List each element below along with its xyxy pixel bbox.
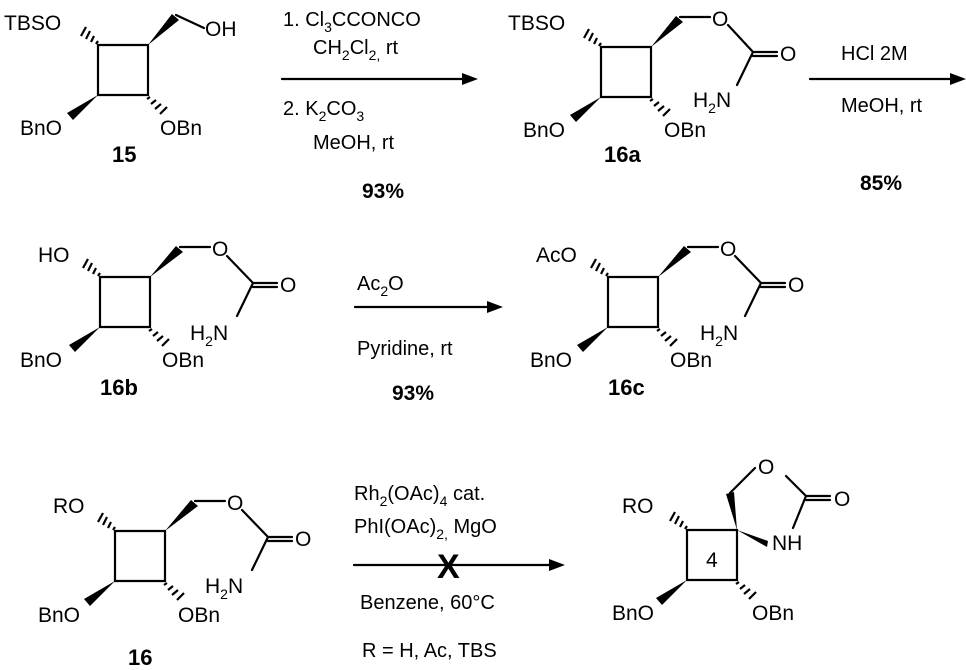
o-label: O [280, 274, 296, 297]
obn-label: OBn [178, 604, 220, 627]
hashed-bond [649, 98, 671, 117]
hashed-bond [656, 328, 678, 347]
nh2-label: H2N [700, 322, 738, 349]
o-label: O [780, 43, 796, 66]
nh-label: NH [772, 532, 802, 555]
compound-label-16a: 16a [604, 142, 641, 167]
reagent-text: MeOH, rt [841, 95, 923, 117]
o-label: O [720, 238, 736, 261]
ro-label: RO [53, 495, 85, 518]
o-label: O [712, 8, 728, 31]
reagent-text: 1. Cl3CCONCO [283, 9, 421, 35]
hashed-bond [590, 258, 609, 277]
obn-label: OBn [670, 349, 712, 372]
compound-16: RO O O H2N BnO OBn 16 [38, 492, 311, 670]
reagent-text: Pyridine, rt [357, 338, 453, 360]
reaction-4: Rh2(OAc)4 cat. PhI(OAc)2, MgO X Benzene,… [352, 483, 565, 662]
compound-15: TBSO OH BnO OBn 15 [4, 12, 237, 167]
yield-label: 85% [860, 172, 902, 195]
hashed-bond [163, 582, 185, 601]
wedge-bond [651, 16, 683, 47]
hashed-bond [146, 96, 168, 115]
reagent-text: Ac2O [357, 273, 404, 299]
nh2-label: H2N [205, 575, 243, 602]
reagent-text: Benzene, 60°C [360, 592, 495, 614]
compound-label-16c: 16c [608, 375, 645, 400]
wedge-bond [84, 581, 115, 606]
tbso-label: TBSO [4, 12, 61, 35]
wedge-bond [148, 14, 179, 45]
aco-label: AcO [536, 244, 577, 267]
failed-reaction-x-mark: X [437, 548, 460, 586]
hashed-bond [735, 581, 757, 600]
hashed-bond [583, 28, 602, 47]
product-spiro-oxazolidinone: RO O O NH 4 BnO OBn [612, 456, 850, 625]
r-definition: R = H, Ac, TBS [362, 640, 497, 662]
o-label: O [212, 238, 228, 261]
reagent-text: Rh2(OAc)4 cat. [354, 483, 485, 509]
hashed-bond [82, 258, 101, 277]
nh2-label: H2N [190, 322, 228, 349]
wedge-bond [577, 327, 608, 352]
tbso-label: TBSO [508, 12, 565, 35]
bno-label: BnO [20, 349, 62, 372]
obn-label: OBn [160, 117, 202, 140]
bno-label: BnO [38, 604, 80, 627]
obn-label: OBn [664, 119, 706, 142]
compound-16a: TBSO O O H2N BnO OBn 16a [508, 8, 796, 167]
yield-label: 93% [392, 382, 434, 405]
ro-label: RO [622, 495, 654, 518]
hashed-bond [669, 511, 688, 530]
bno-label: BnO [612, 602, 654, 625]
yield-label: 93% [362, 180, 404, 203]
wedge-bond [570, 97, 601, 122]
o-label: O [227, 492, 243, 515]
bno-label: BnO [530, 349, 572, 372]
compound-label-16: 16 [128, 645, 152, 670]
wedge-bond [165, 500, 198, 531]
obn-label: OBn [752, 602, 794, 625]
wedge-bond [658, 246, 691, 277]
bno-label: BnO [20, 117, 62, 140]
arrow-head [549, 559, 565, 571]
wedge-bond [737, 530, 768, 547]
hashed-bond [148, 328, 170, 347]
o-label: O [758, 456, 774, 479]
reagent-text: PhI(OAc)2, MgO [354, 516, 497, 542]
wedge-bond [656, 580, 687, 605]
wedge-bond [150, 246, 183, 277]
arrow-head [950, 73, 966, 85]
wedge-bond [69, 327, 100, 352]
bno-label: BnO [523, 119, 565, 142]
compound-label-15: 15 [112, 142, 136, 167]
compound-label-16b: 16b [100, 375, 138, 400]
arrow-head [462, 73, 478, 85]
reaction-3: Ac2O Pyridine, rt 93% [353, 273, 503, 405]
compound-16c: AcO O O H2N BnO OBn 16c [530, 238, 804, 400]
hashed-bond [80, 26, 99, 45]
hashed-bond [97, 512, 116, 531]
reagent-text: CH2Cl2, rt [313, 37, 398, 63]
oh-label: OH [205, 18, 237, 41]
o-label: O [834, 488, 850, 511]
nh2-label: H2N [693, 89, 731, 116]
obn-label: OBn [162, 349, 204, 372]
reagent-text: MeOH, rt [313, 132, 395, 154]
reaction-2: HCl 2M MeOH, rt 85% [808, 43, 966, 195]
ho-label: HO [38, 244, 70, 267]
compound-16b: HO O O H2N BnO OBn 16b [20, 238, 296, 400]
arrow-head [487, 301, 503, 313]
wedge-bond [67, 95, 98, 120]
wedge-bond [726, 492, 737, 530]
reagent-text: HCl 2M [841, 43, 908, 65]
o-label: O [295, 528, 311, 551]
ring-position-number: 4 [706, 549, 718, 572]
o-label: O [788, 274, 804, 297]
reagent-text: 2. K2CO3 [283, 98, 364, 124]
reaction-1: 1. Cl3CCONCO CH2Cl2, rt 2. K2CO3 MeOH, r… [280, 9, 478, 203]
